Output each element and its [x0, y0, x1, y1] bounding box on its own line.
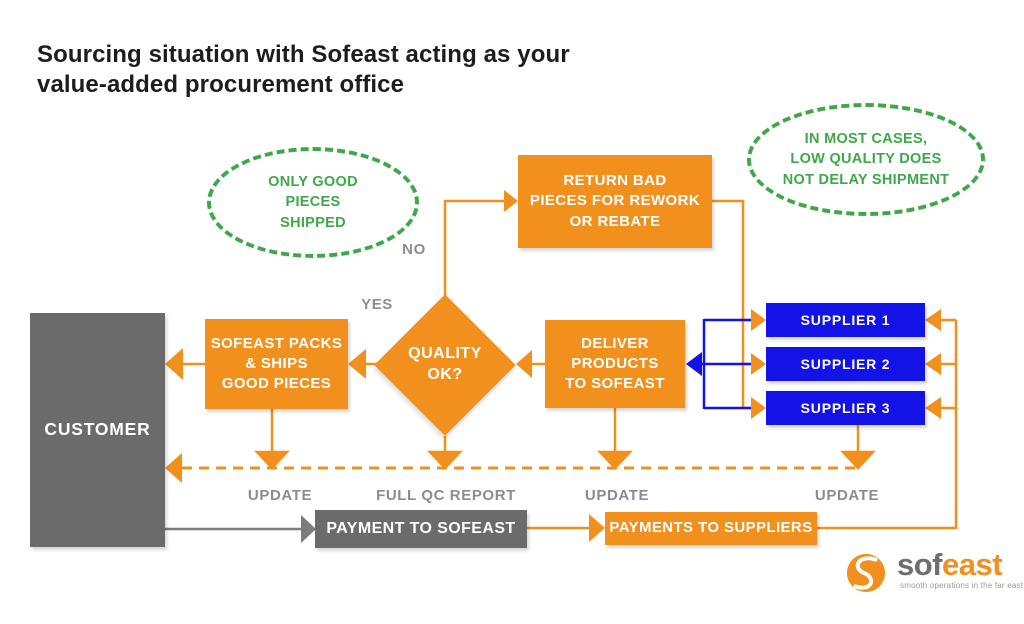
- label-no: NO: [402, 241, 426, 258]
- bubble-low-quality-note: IN MOST CASES, LOW QUALITY DOES NOT DELA…: [747, 103, 985, 216]
- arrowhead-into-customer: [165, 348, 183, 380]
- label-update-left: UPDATE: [247, 487, 313, 504]
- wordmark-sof: sof: [897, 547, 943, 582]
- label-full-qc-report: FULL QC REPORT: [376, 487, 516, 504]
- label-yes: YES: [361, 296, 393, 313]
- node-supplier-1: SUPPLIER 1: [766, 303, 925, 337]
- bubble-only-good-pieces: ONLY GOOD PIECES SHIPPED: [207, 147, 419, 258]
- node-payments-to-suppliers: PAYMENTS TO SUPPLIERS: [605, 512, 817, 545]
- node-sofeast-packs: SOFEAST PACKS & SHIPS GOOD PIECES: [205, 319, 348, 409]
- page-title: Sourcing situation with Sofeast acting a…: [37, 41, 570, 98]
- node-customer: CUSTOMER: [30, 313, 165, 547]
- down-connectors: [254, 408, 876, 470]
- wordmark-east: east: [942, 547, 1003, 582]
- node-supplier-2: SUPPLIER 2: [766, 347, 925, 381]
- node-return-bad-pieces: RETURN BAD PIECES FOR REWORK OR REBATE: [518, 155, 712, 248]
- logo-tagline: smooth operations in the far east: [900, 581, 1024, 590]
- sofeast-logo-mark: [845, 552, 887, 599]
- arrowhead-into-deliver-box: [686, 352, 702, 376]
- node-deliver-products: DELIVER PRODUCTS TO SOFEAST: [545, 320, 685, 408]
- label-update-mid: UPDATE: [584, 487, 650, 504]
- arrowhead-into-payment-box: [301, 515, 316, 543]
- arrowhead-into-payments-box: [589, 514, 605, 542]
- arrowhead-update-into-customer: [165, 453, 182, 483]
- arrowhead-into-diamond: [516, 350, 532, 378]
- arrowhead-into-packs-box: [348, 349, 366, 379]
- sofeast-logo-icon: [846, 553, 886, 593]
- node-payment-to-sofeast: PAYMENT TO SOFEAST: [315, 510, 527, 548]
- label-update-right: UPDATE: [814, 487, 880, 504]
- node-quality-label: QUALITY OK?: [408, 345, 482, 383]
- node-supplier-3: SUPPLIER 3: [766, 391, 925, 425]
- arrowheads-into-suppliers-left: [751, 309, 766, 419]
- no-path: [443, 199, 505, 296]
- return-to-suppliers-bus: [712, 199, 752, 410]
- sofeast-wordmark: sofeast: [897, 547, 1003, 582]
- arrowhead-into-return-box: [504, 190, 518, 212]
- payments-to-suppliers-bus: [817, 318, 958, 530]
- arrowheads-into-suppliers-right: [925, 309, 941, 419]
